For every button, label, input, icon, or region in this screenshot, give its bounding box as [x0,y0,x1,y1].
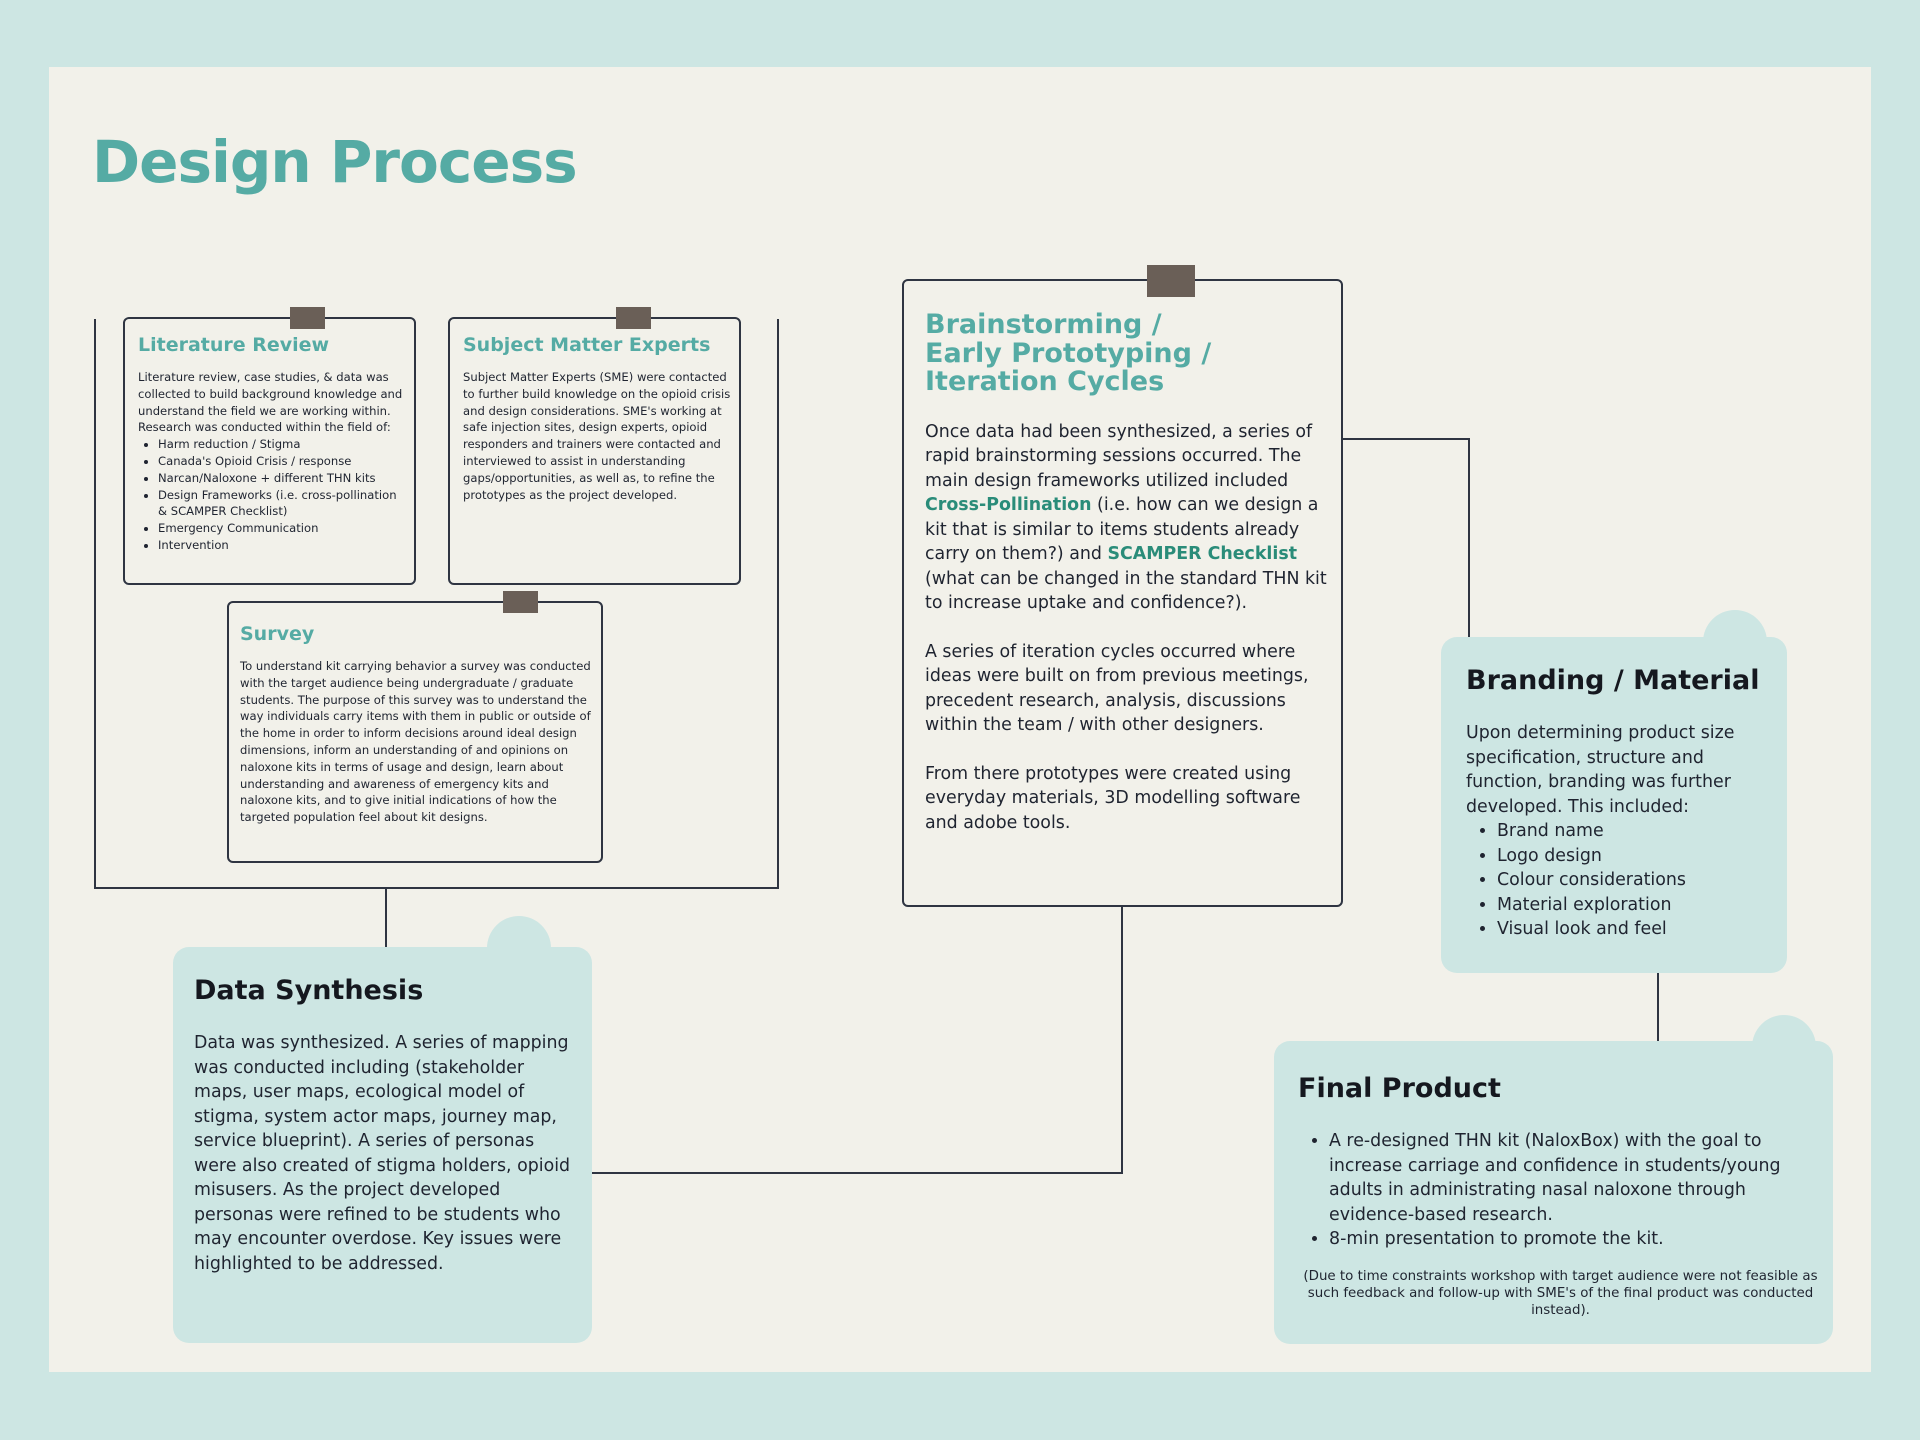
final-product-title: Final Product [1298,1073,1501,1104]
list-item: Canada's Opioid Crisis / response [158,453,408,470]
list-item: Design Frameworks (i.e. cross-pollinatio… [158,487,408,521]
literature-review-text: Literature review, case studies, & data … [138,370,403,435]
data-synthesis-title: Data Synthesis [194,975,424,1006]
list-item: Material exploration [1497,893,1781,918]
list-item: 8-min presentation to promote the kit. [1329,1227,1823,1252]
branding-material-card: Branding / Material Upon determining pro… [1441,637,1787,973]
cross-pollination-highlight: Cross-Pollination [925,495,1092,515]
pin-tab [290,307,325,329]
list-item: Visual look and feel [1497,917,1781,942]
literature-review-list: Harm reduction / Stigma Canada's Opioid … [138,436,408,554]
survey-title: Survey [240,623,315,645]
list-item: Harm reduction / Stigma [158,436,408,453]
brainstorming-title: Brainstorming / Early Prototyping / Iter… [925,309,1330,397]
connector-synthesis-to-brainstorm [1121,905,1123,1174]
connector-branding-to-final [1657,970,1659,1044]
research-bracket-bottom [94,887,779,889]
list-item: A re-designed THN kit (NaloxBox) with th… [1329,1129,1823,1227]
connector-synthesis-horizontal [592,1172,1123,1174]
connector-brainstorm-to-branding [1468,438,1470,640]
brainstorming-title-line-3: Iteration Cycles [925,366,1165,397]
survey-card: Survey To understand kit carrying behavi… [227,591,603,863]
brainstorming-paragraph-2: A series of iteration cycles occurred wh… [925,641,1309,736]
connector-brainstorm-horizontal [1342,438,1470,440]
list-item: Intervention [158,537,408,554]
final-product-note: (Due to time constraints workshop with t… [1303,1268,1818,1318]
final-product-card: Final Product A re-designed THN kit (Nal… [1274,1041,1833,1344]
list-item: Colour considerations [1497,868,1781,893]
literature-review-card: Literature Review Literature review, cas… [123,307,416,585]
brainstorming-paragraph-1: Once data had been synthesized, a series… [925,421,1327,614]
data-synthesis-text: Data was synthesized. A series of mappin… [194,1033,571,1274]
page-title: Design Process [92,128,578,196]
data-synthesis-card: Data Synthesis Data was synthesized. A s… [173,947,592,1343]
research-bracket-left [94,319,96,889]
brainstorming-title-line-2: Early Prototyping / [925,337,1212,369]
branding-material-text: Upon determining product size specificat… [1466,723,1735,817]
branding-material-title: Branding / Material [1466,665,1760,696]
list-item: Logo design [1497,844,1781,869]
brainstorming-card: Brainstorming / Early Prototyping / Iter… [902,265,1343,907]
list-item: Narcan/Naloxone + different THN kits [158,470,408,487]
branding-material-list: Brand name Logo design Colour considerat… [1466,819,1781,942]
survey-text: To understand kit carrying behavior a su… [240,659,591,825]
list-item: Brand name [1497,819,1781,844]
pin-tab [503,591,538,613]
pin-tab [616,307,651,329]
subject-matter-experts-card: Subject Matter Experts Subject Matter Ex… [448,307,741,585]
brainstorming-title-line-1: Brainstorming / [925,309,1162,340]
research-bracket-right [777,319,779,889]
scamper-checklist-highlight: SCAMPER Checklist [1107,544,1298,564]
subject-matter-experts-text: Subject Matter Experts (SME) were contac… [463,370,731,502]
final-product-list: A re-designed THN kit (NaloxBox) with th… [1298,1129,1823,1252]
literature-review-title: Literature Review [138,334,330,356]
pin-tab [1147,265,1195,297]
brainstorming-paragraph-3: From there prototypes were created using… [925,763,1301,833]
connector-research-to-synthesis [385,887,387,950]
subject-matter-experts-title: Subject Matter Experts [463,334,711,356]
list-item: Emergency Communication [158,520,408,537]
